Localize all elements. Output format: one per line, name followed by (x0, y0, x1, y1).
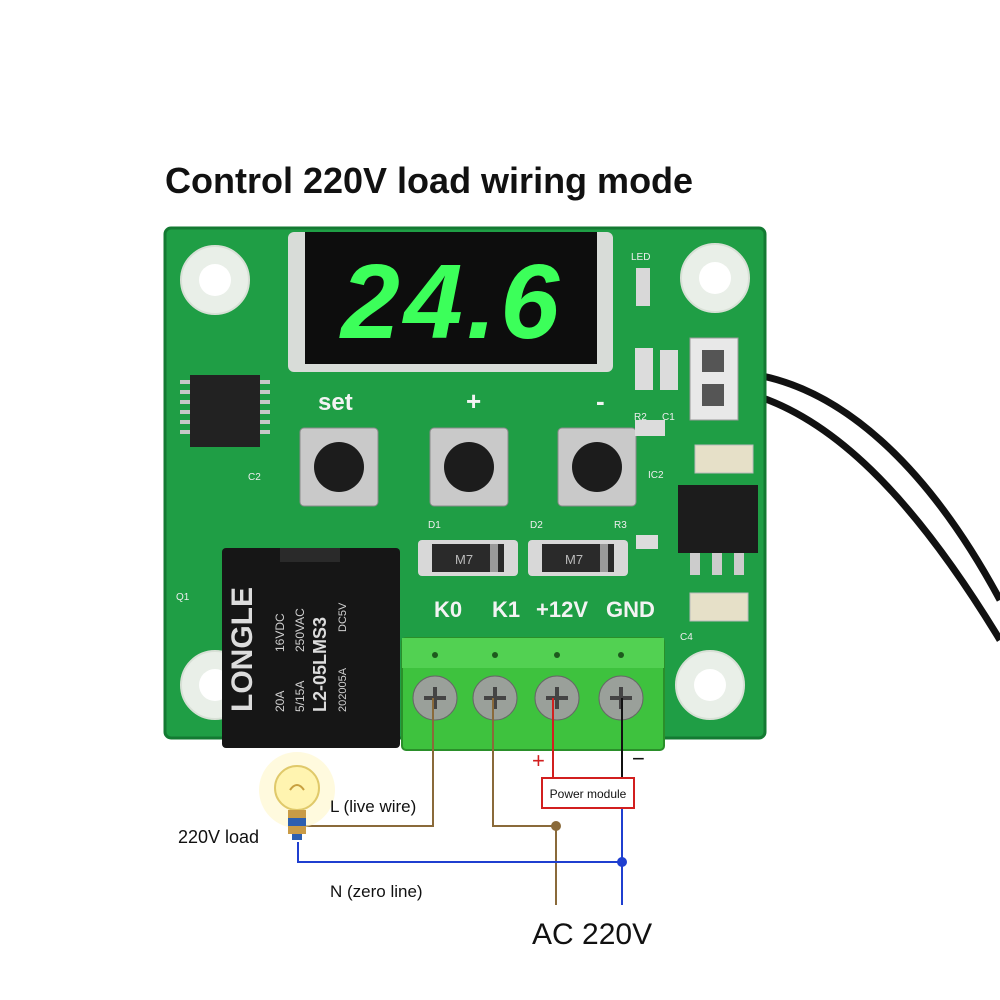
relay-rating1: 20A (273, 691, 287, 712)
terminal-screws (412, 675, 644, 721)
silk-d1: D1 (428, 520, 441, 531)
power-module-label: Power module (550, 787, 627, 801)
live-junction (551, 821, 561, 831)
silk-q1: Q1 (176, 592, 190, 603)
live-wire-k1 (492, 698, 556, 827)
diode-d2 (528, 540, 628, 576)
silk-c1: C1 (662, 412, 675, 423)
relay-brand: LONGLE (226, 587, 259, 712)
minus-symbol: − (632, 746, 645, 771)
relay (222, 548, 400, 748)
led-display (288, 232, 613, 372)
ac-label: AC 220V (532, 918, 652, 951)
set-label: set (318, 389, 353, 416)
minus-button[interactable] (557, 427, 637, 507)
relay-model: L2-05LMS3 (310, 617, 330, 712)
silk-r3: R3 (614, 520, 627, 531)
ic-chip (180, 375, 270, 447)
neutral-label: N (zero line) (330, 882, 423, 901)
diode-d1-code: M7 (455, 552, 473, 567)
live-wire-label: L (live wire) (330, 797, 416, 816)
relay-rating3: 250VAC (293, 608, 307, 652)
smd-components (635, 348, 758, 622)
terminal-12v-label: +12V (536, 597, 588, 622)
relay-rating2: 16VDC (273, 613, 287, 652)
minus-label: - (596, 386, 605, 416)
sensor-cable-2 (734, 386, 1000, 642)
led-indicator (636, 268, 650, 306)
set-button[interactable] (299, 427, 379, 507)
terminal-gnd-label: GND (606, 597, 655, 622)
sensor-connector (689, 337, 739, 421)
display-digits: 24.6 (339, 243, 563, 361)
silk-ic2: IC2 (648, 470, 664, 481)
relay-code: 202005A (337, 667, 349, 712)
terminal-k1-label: K1 (492, 597, 520, 622)
load-label: 220V load (178, 827, 259, 847)
terminal-k0-label: K0 (434, 597, 462, 622)
bulb-icon (259, 752, 335, 840)
relay-rating4: 5/15A (293, 681, 307, 712)
neutral-wire-load (297, 842, 622, 863)
neutral-junction (617, 857, 627, 867)
silk-d2: D2 (530, 520, 543, 531)
silk-c2: C2 (248, 472, 261, 483)
live-wire-load (298, 698, 434, 827)
plus-label: + (466, 386, 481, 416)
relay-dc: DC5V (337, 602, 349, 632)
plus-symbol: + (532, 748, 545, 773)
diode-d2-code: M7 (565, 552, 583, 567)
page-title: Control 220V load wiring mode (165, 160, 694, 201)
plus-button[interactable] (429, 427, 509, 507)
silk-r2: R2 (634, 412, 647, 423)
diode-d1 (418, 540, 518, 576)
sensor-cable (734, 368, 1000, 602)
silk-c4: C4 (680, 632, 693, 643)
silk-led: LED (631, 252, 650, 263)
terminal-block (401, 637, 665, 751)
power-module (541, 777, 635, 809)
